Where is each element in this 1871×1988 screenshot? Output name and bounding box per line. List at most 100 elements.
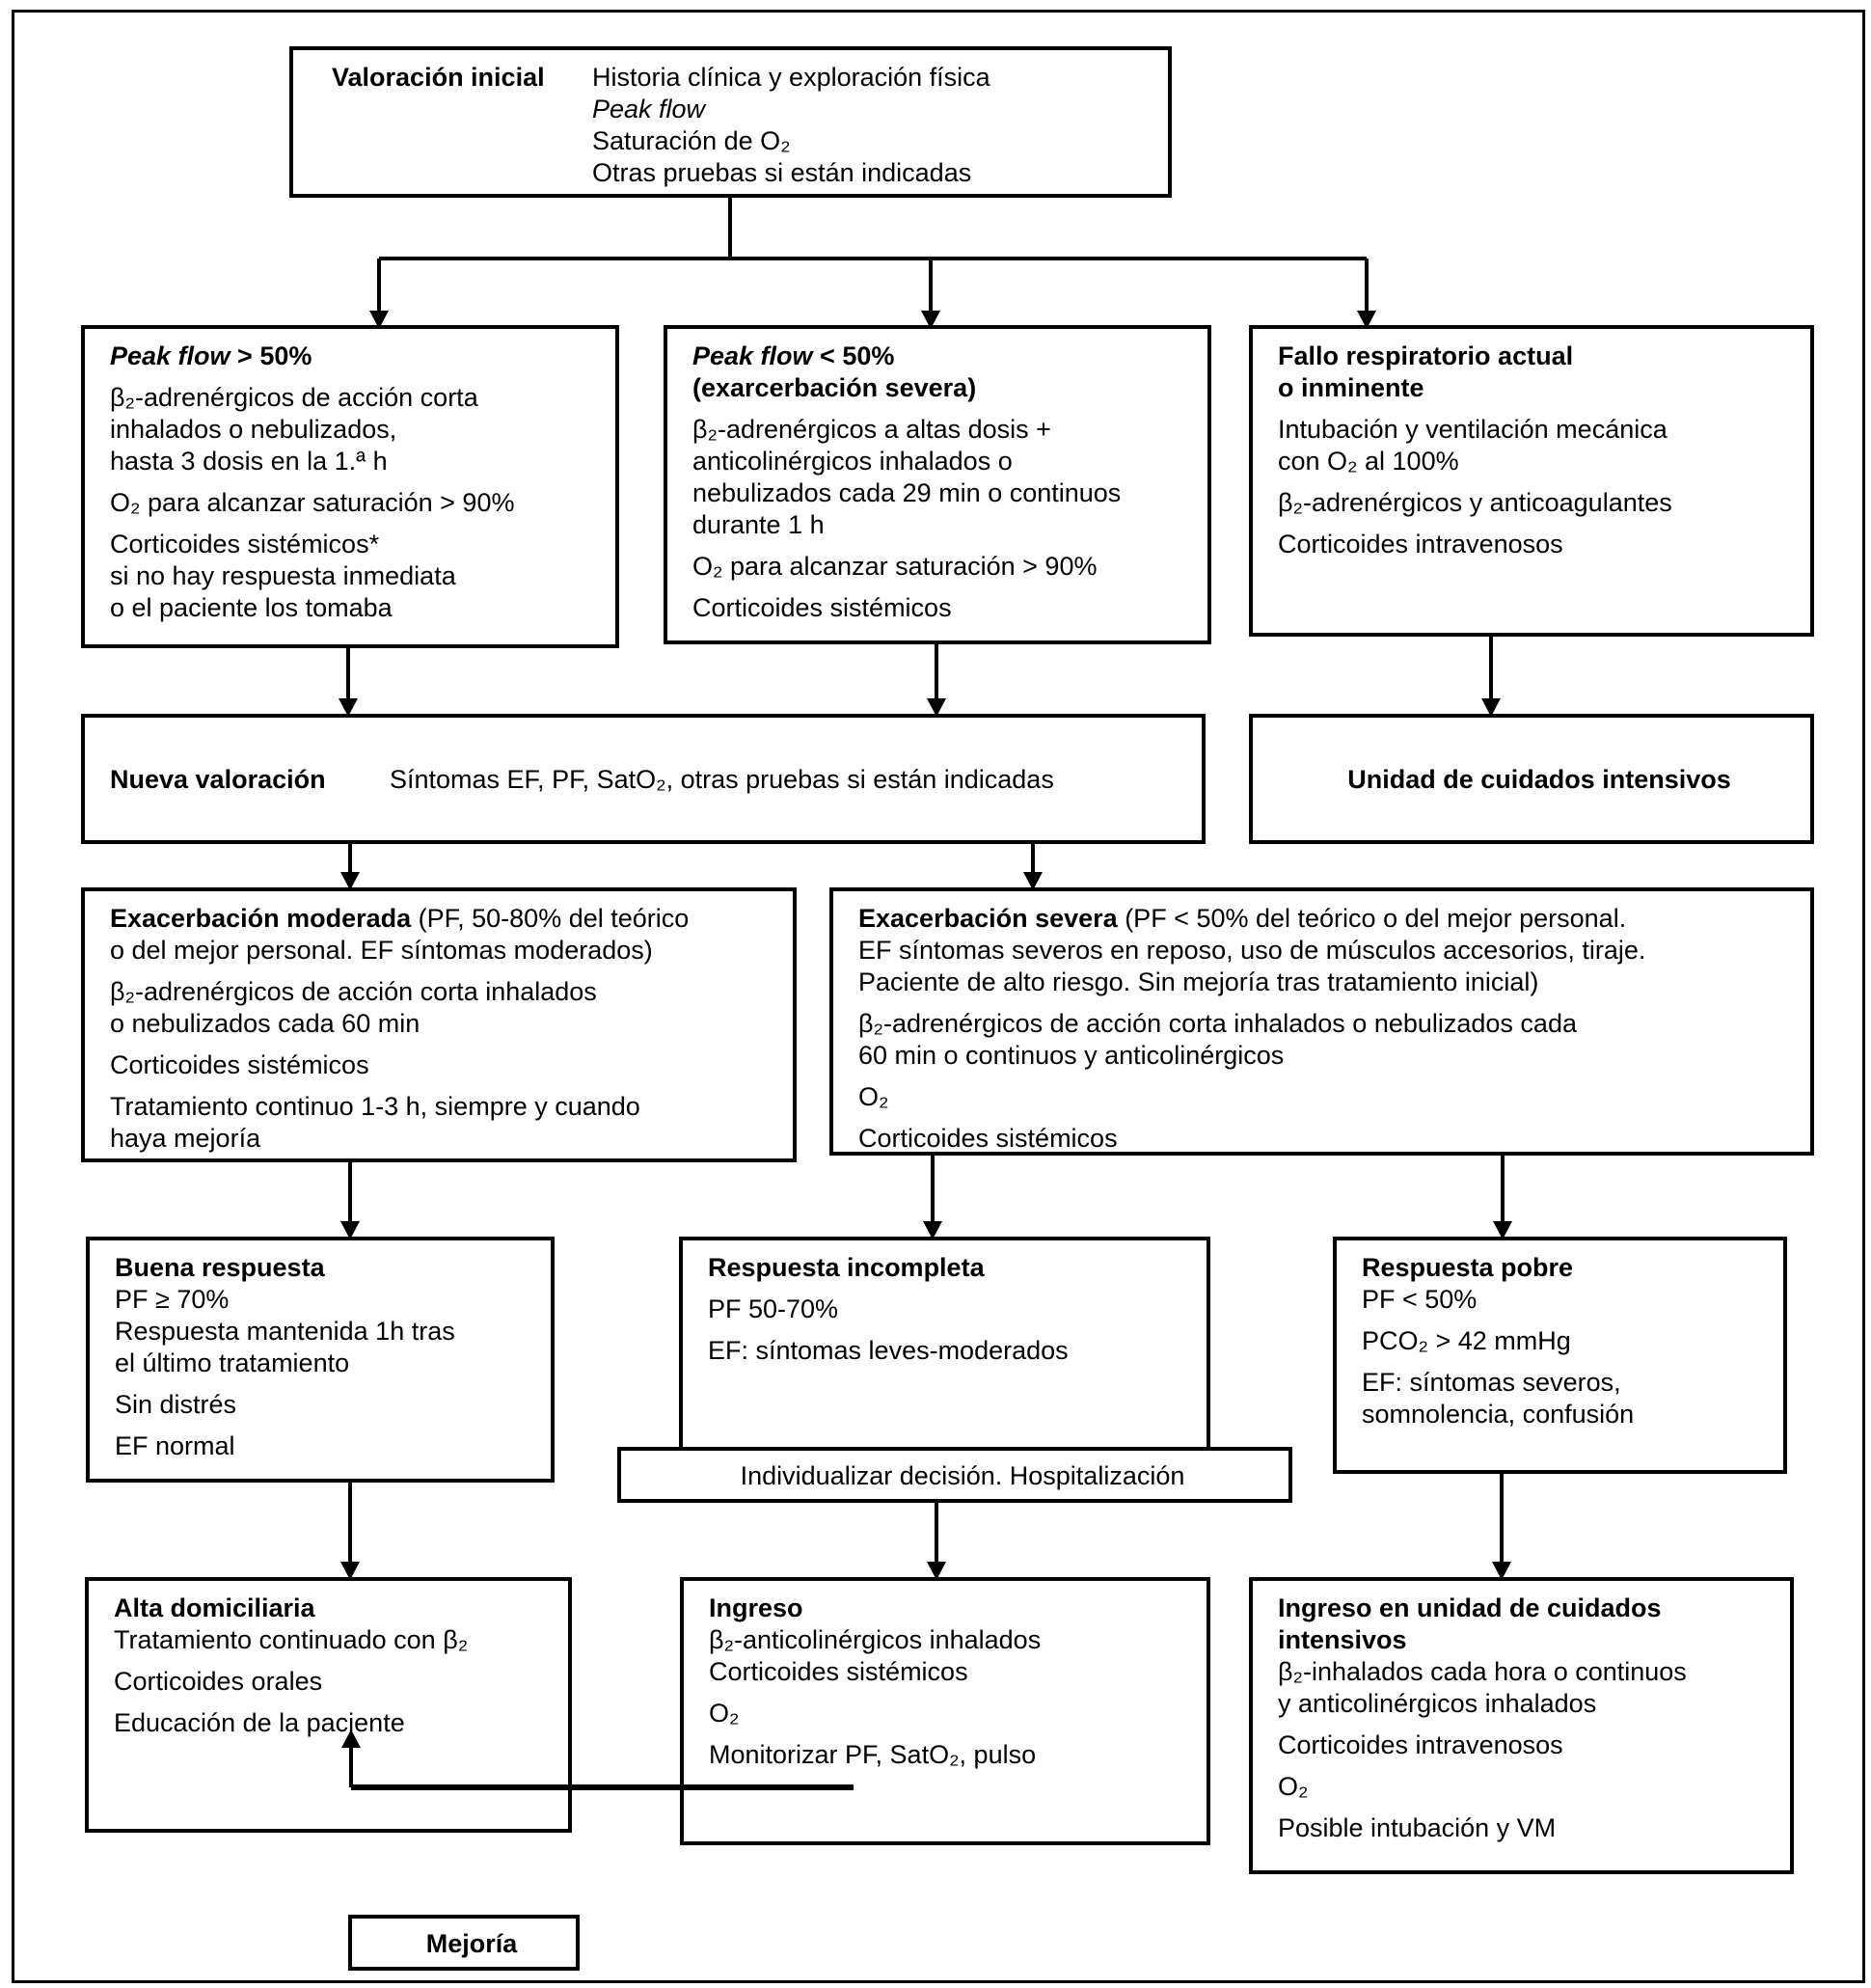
box-fallo-respiratorio-line: con O₂ al 100% xyxy=(1278,446,1801,477)
connector-arrow-nueva-to-moderada xyxy=(348,844,352,872)
text-segment: o nebulizados cada 60 min xyxy=(110,1009,420,1038)
text-segment: β₂-adrenérgicos y anticoagulantes xyxy=(1278,488,1672,517)
text-segment: y anticolinérgicos inhalados xyxy=(1278,1689,1597,1718)
text-segment: Monitorizar PF, SatO₂, pulso xyxy=(709,1740,1037,1769)
text-segment: (PF < 50% del teórico o del mejor person… xyxy=(1117,904,1627,933)
box-peak-flow-menor-50-line: (exarcerbación severa) xyxy=(692,372,1198,404)
box-exacerbacion-severa-line: O₂ xyxy=(858,1081,1801,1113)
text-segment: EF síntomas severos en reposo, uso de mú… xyxy=(858,936,1646,965)
text-segment: > 50% xyxy=(237,341,312,370)
box-peak-flow-menor-50-line: durante 1 h xyxy=(692,509,1198,541)
text-segment: o inminente xyxy=(1278,373,1424,402)
box-fallo-respiratorio-line: Intubación y ventilación mecánica xyxy=(1278,414,1801,446)
text-segment: con O₂ al 100% xyxy=(1278,447,1459,476)
box-ingreso-uci-line: y anticolinérgicos inhalados xyxy=(1278,1688,1780,1720)
arrow-severa-to-incompleta-arrowhead-icon xyxy=(923,1221,942,1239)
text-segment: PF ≥ 70% xyxy=(115,1285,230,1314)
text-segment: somnolencia, confusión xyxy=(1362,1400,1635,1429)
box-valoracion-inicial-label: Valoración inicial xyxy=(332,63,545,92)
box-exacerbacion-moderada-line: β₂-adrenérgicos de acción corta inhalado… xyxy=(110,976,783,1008)
text-segment: o del mejor personal. EF síntomas modera… xyxy=(110,936,653,965)
box-peak-flow-menor-50: Peak flow < 50%(exarcerbación severa)β₂-… xyxy=(664,325,1211,644)
text-segment: inhalados o nebulizados, xyxy=(110,415,397,444)
box-peak-flow-menor-50-content: Peak flow < 50%(exarcerbación severa)β₂-… xyxy=(692,340,1198,624)
connector-arrow-severa-to-incompleta xyxy=(931,1156,935,1221)
box-ingreso-line: Corticoides sistémicos xyxy=(709,1656,1197,1688)
box-buena-respuesta-line: Sin distrés xyxy=(115,1389,541,1421)
box-peak-flow-mayor-50-line: inhalados o nebulizados, xyxy=(110,414,606,446)
box-respuesta-incompleta-line: PF 50-70% xyxy=(708,1294,1197,1325)
box-respuesta-pobre-line: PCO₂ > 42 mmHg xyxy=(1362,1325,1774,1357)
text-segment: Posible intubación y VM xyxy=(1278,1813,1557,1842)
box-buena-respuesta-line: Respuesta mantenida 1h tras xyxy=(115,1316,541,1348)
text-segment: β₂-adrenérgicos de acción corta xyxy=(110,383,478,412)
box-exacerbacion-severa-content: Exacerbación severa (PF < 50% del teóric… xyxy=(858,903,1801,1155)
box-respuesta-pobre-line: EF: síntomas severos, xyxy=(1362,1367,1774,1399)
text-segment: O₂ xyxy=(709,1699,740,1728)
box-ingreso-uci-line: Corticoides intravenosos xyxy=(1278,1729,1780,1761)
box-exacerbacion-moderada: Exacerbación moderada (PF, 50-80% del te… xyxy=(81,887,797,1162)
text-segment: durante 1 h xyxy=(692,510,825,539)
box-peak-flow-menor-50-line: O₂ para alcanzar saturación > 90% xyxy=(692,551,1198,583)
box-respuesta-pobre-line: somnolencia, confusión xyxy=(1362,1399,1774,1430)
box-buena-respuesta-line: EF normal xyxy=(115,1430,541,1462)
box-peak-flow-mayor-50-line: Corticoides sistémicos* xyxy=(110,529,606,560)
box-peak-flow-mayor-50-line: Peak flow > 50% xyxy=(110,340,606,372)
box-ingreso-uci-line: β₂-inhalados cada hora o continuos xyxy=(1278,1656,1780,1688)
text-segment: Exacerbación severa xyxy=(858,904,1118,933)
text-segment: EF normal xyxy=(115,1431,235,1460)
arrow-to-pf-menor-arrowhead-icon xyxy=(921,311,940,329)
text-segment: Respuesta mantenida 1h tras xyxy=(115,1317,455,1346)
box-respuesta-pobre-line: Respuesta pobre xyxy=(1362,1252,1774,1284)
text-segment: si no hay respuesta inmediata xyxy=(110,561,456,590)
box-peak-flow-mayor-50-line: O₂ para alcanzar saturación > 90% xyxy=(110,487,606,519)
box-respuesta-incompleta-content: Respuesta incompleta PF 50-70% EF: síntoma… xyxy=(708,1252,1197,1367)
text-segment: O₂ xyxy=(858,1082,889,1111)
text-segment: Tratamiento continuado con β₂ xyxy=(114,1625,469,1654)
text-segment: PF 50-70% xyxy=(708,1294,839,1323)
box-peak-flow-mayor-50-line: hasta 3 dosis en la 1.ª h xyxy=(110,446,606,477)
text-segment: Corticoides orales xyxy=(114,1667,323,1696)
box-ingreso-line: O₂ xyxy=(709,1698,1197,1729)
text-segment: Respuesta pobre xyxy=(1362,1253,1574,1282)
text-segment: el último tratamiento xyxy=(115,1348,350,1377)
box-alta-domiciliaria-line: Educación de la paciente xyxy=(114,1707,558,1739)
box-respuesta-incompleta-line: Respuesta incompleta xyxy=(708,1252,1197,1284)
text-segment: Corticoides sistémicos xyxy=(692,593,952,622)
text-segment: Otras pruebas si están indicadas xyxy=(592,158,972,187)
text-segment: β₂-inhalados cada hora o continuos xyxy=(1278,1657,1687,1686)
connector-arrow-severa-to-pobre xyxy=(1501,1156,1505,1221)
text-segment: EF: síntomas leves-moderados xyxy=(708,1336,1069,1365)
box-alta-domiciliaria-line: Alta domiciliaria xyxy=(114,1593,558,1624)
connector-arrow-indiv-to-ingreso xyxy=(935,1503,938,1562)
diagram-outer-frame xyxy=(12,10,1865,1983)
text-segment: Ingreso xyxy=(709,1593,803,1622)
connector-arrow-nueva-to-severa xyxy=(1031,844,1035,872)
box-peak-flow-mayor-50: Peak flow > 50% β₂-adrenérgicos de acción… xyxy=(81,325,619,648)
feedback-up-arrow-arrowhead-icon xyxy=(341,1729,361,1748)
box-peak-flow-menor-50-line: Peak flow < 50% xyxy=(692,340,1198,372)
text-segment: Unidad de cuidados intensivos xyxy=(1347,765,1731,794)
text-segment: 60 min o continuos y anticolinérgicos xyxy=(858,1041,1285,1070)
text-segment: Respuesta incompleta xyxy=(708,1253,985,1282)
arrow-indiv-to-ingreso-arrowhead-icon xyxy=(927,1562,946,1580)
connector-arrow-fallo-to-uci xyxy=(1489,637,1493,698)
text-segment: Tratamiento continuo 1-3 h, siempre y cu… xyxy=(110,1092,640,1121)
box-exacerbacion-moderada-line: Exacerbación moderada (PF, 50-80% del te… xyxy=(110,903,783,935)
connector-stem-top-center xyxy=(728,198,732,260)
box-fallo-respiratorio-line: Corticoides intravenosos xyxy=(1278,529,1801,560)
text-segment: Corticoides sistémicos xyxy=(709,1657,968,1686)
box-alta-domiciliaria-line: Corticoides orales xyxy=(114,1666,558,1698)
box-mejoria-line: Mejoría xyxy=(377,1928,566,1960)
connector-arrow-pfmenor-to-nueva xyxy=(935,644,938,698)
arrow-nueva-to-severa-arrowhead-icon xyxy=(1023,872,1043,890)
connector-arrow-buena-to-alta xyxy=(348,1483,352,1562)
text-segment: Sin distrés xyxy=(115,1390,237,1419)
box-exacerbacion-severa-line: Exacerbación severa (PF < 50% del teóric… xyxy=(858,903,1801,935)
text-segment: Corticoides intravenosos xyxy=(1278,1730,1563,1759)
